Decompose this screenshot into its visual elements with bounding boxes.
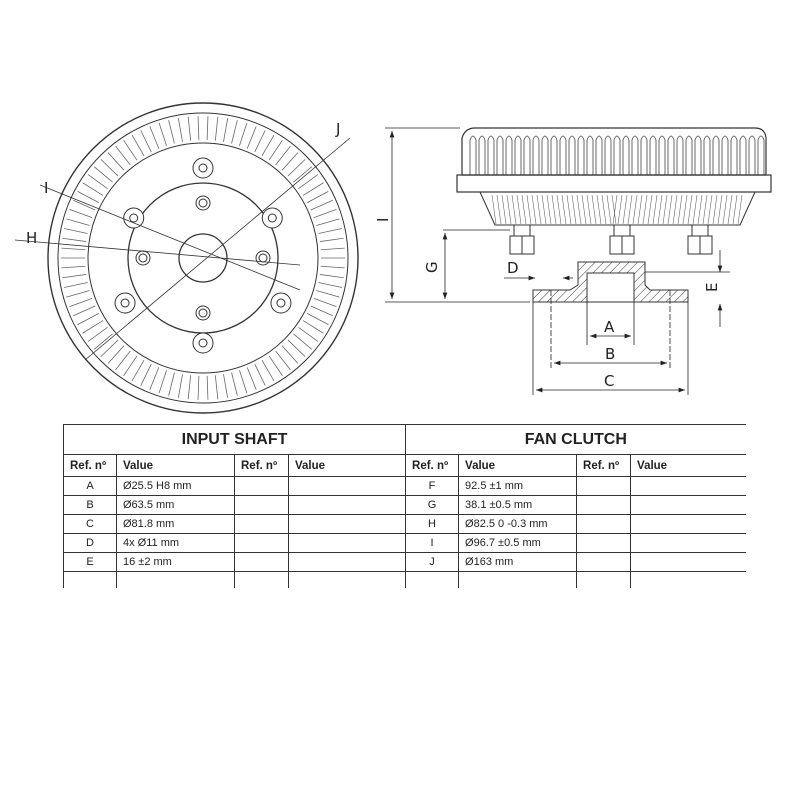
header-ref: Ref. nº	[63, 454, 117, 477]
empty-cell	[287, 552, 407, 572]
label-D: D	[507, 259, 519, 277]
bolt-icon	[192, 332, 214, 354]
empty-cell	[576, 495, 632, 515]
empty-cell	[405, 571, 460, 588]
value-cell: Ø25.5 H8 mm	[116, 476, 235, 496]
value-cell: Ø163 mm	[458, 552, 578, 572]
empty-cell	[576, 514, 632, 534]
value-cell: 92.5 ±1 mm	[458, 476, 578, 496]
empty-cell	[116, 571, 235, 588]
empty-cell	[576, 533, 632, 553]
value-cell: Ø96.7 ±0.5 mm	[458, 533, 578, 553]
empty-cell	[630, 495, 746, 515]
dimension-lines	[385, 127, 730, 395]
empty-cell	[630, 533, 746, 553]
ref-cell: I	[405, 533, 460, 553]
empty-cell	[234, 533, 289, 553]
value-cell: 38.1 ±0.5 mm	[458, 495, 578, 515]
empty-cell	[630, 571, 746, 588]
empty-cell	[234, 495, 289, 515]
ref-cell: A	[63, 476, 117, 496]
empty-cell	[630, 552, 746, 572]
empty-cell	[287, 533, 407, 553]
empty-cell	[287, 514, 407, 534]
empty-cell	[630, 514, 746, 534]
bolt-icon	[195, 305, 211, 321]
empty-cell	[287, 476, 407, 496]
empty-cell	[287, 495, 407, 515]
empty-cell	[234, 514, 289, 534]
technical-drawing: J I H I G D E A B C	[14, 102, 772, 414]
header-value: Value	[287, 454, 407, 477]
empty-cell	[63, 571, 117, 588]
section-fan-clutch: FAN CLUTCH	[405, 424, 746, 455]
value-cell: Ø81.8 mm	[116, 514, 235, 534]
bolt-icon	[192, 157, 214, 179]
value-cell: 4x Ø11 mm	[116, 533, 235, 553]
empty-cell	[234, 552, 289, 572]
bolt-icon	[261, 207, 283, 229]
label-A: A	[604, 318, 615, 336]
header-value: Value	[458, 454, 578, 477]
bolt-icon	[114, 292, 136, 314]
ref-cell: B	[63, 495, 117, 515]
spec-table: INPUT SHAFT FAN CLUTCH Ref. nº Value Ref…	[62, 424, 746, 588]
header-ref: Ref. nº	[576, 454, 632, 477]
side-view	[456, 127, 772, 303]
header-ref: Ref. nº	[405, 454, 460, 477]
empty-cell	[576, 476, 632, 496]
label-B: B	[605, 345, 615, 363]
bolt-icon	[195, 195, 211, 211]
ref-cell: H	[405, 514, 460, 534]
empty-cell	[576, 552, 632, 572]
value-cell: Ø63.5 mm	[116, 495, 235, 515]
label-E: E	[703, 283, 721, 292]
ref-cell: C	[63, 514, 117, 534]
ref-cell: G	[405, 495, 460, 515]
label-I: I	[44, 179, 48, 197]
header-value: Value	[116, 454, 235, 477]
value-cell: Ø82.5 0 -0.3 mm	[458, 514, 578, 534]
empty-cell	[234, 571, 289, 588]
bolt-icon	[123, 207, 145, 229]
section-input-shaft: INPUT SHAFT	[62, 424, 407, 455]
ref-cell: D	[63, 533, 117, 553]
label-I-side: I	[374, 218, 392, 222]
ref-cell: F	[405, 476, 460, 496]
ref-cell: E	[63, 552, 117, 572]
header-value: Value	[630, 454, 746, 477]
label-H: H	[26, 229, 37, 247]
label-C: C	[604, 372, 614, 390]
front-view	[14, 102, 359, 414]
bolt-icon	[270, 292, 292, 314]
empty-cell	[234, 476, 289, 496]
empty-cell	[630, 476, 746, 496]
empty-cell	[458, 571, 578, 588]
ref-cell: J	[405, 552, 460, 572]
empty-cell	[576, 571, 632, 588]
table-row	[63, 571, 746, 588]
bolt-icon	[255, 250, 271, 266]
label-G: G	[423, 261, 441, 273]
bolt-icon	[135, 250, 151, 266]
empty-cell	[287, 571, 407, 588]
header-ref: Ref. nº	[234, 454, 289, 477]
label-J: J	[335, 120, 340, 138]
value-cell: 16 ±2 mm	[116, 552, 235, 572]
